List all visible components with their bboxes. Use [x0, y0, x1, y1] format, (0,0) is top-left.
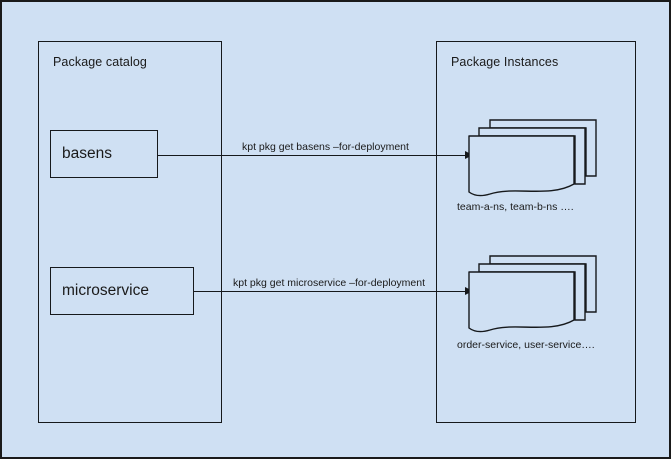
arrow-microservice-label: kpt pkg get microservice –for-deployment [233, 277, 425, 289]
document-sheet-front [468, 135, 575, 197]
document-stack-microservice-instances[interactable] [468, 250, 602, 334]
panel-package-catalog: Package catalog [38, 41, 222, 423]
document-sheet-front [468, 271, 575, 333]
arrow-basens-line [158, 155, 473, 156]
panel-package-instances-title: Package Instances [451, 55, 559, 69]
document-stack-basens-caption: team-a-ns, team-b-ns …. [457, 201, 574, 213]
arrow-basens-label: kpt pkg get basens –for-deployment [242, 141, 409, 153]
package-box-microservice-label: microservice [62, 282, 149, 299]
package-box-basens[interactable]: basens [50, 130, 158, 178]
document-stack-microservice-caption: order-service, user-service…. [457, 339, 595, 351]
package-box-basens-label: basens [62, 145, 112, 162]
panel-package-catalog-title: Package catalog [53, 55, 147, 69]
package-box-microservice[interactable]: microservice [50, 267, 194, 315]
document-stack-basens-instances[interactable] [468, 114, 602, 198]
document-stack-icon [468, 119, 597, 197]
panel-package-instances: Package Instances [436, 41, 636, 423]
document-stack-icon [468, 255, 597, 333]
arrow-microservice-line [194, 291, 473, 292]
